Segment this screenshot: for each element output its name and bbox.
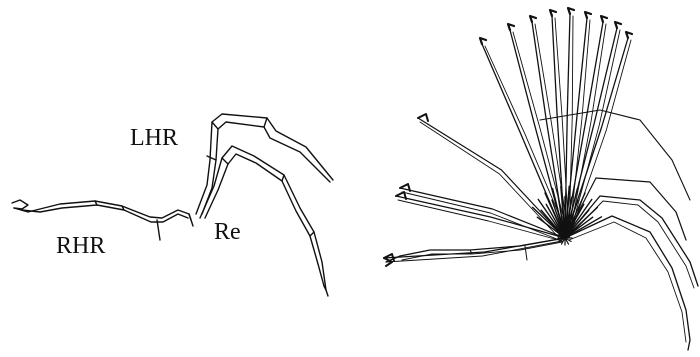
fan-leg-claw xyxy=(626,32,632,38)
fan-leg-claw xyxy=(480,38,486,44)
label-rhr: RHR xyxy=(56,233,105,259)
fan-leg-right-edge xyxy=(569,201,694,288)
fan-leg-claw xyxy=(601,16,607,22)
fan-leg-left-edge xyxy=(386,241,562,262)
fan-leg-claw xyxy=(418,114,428,121)
fan-leg-lower xyxy=(386,238,565,262)
fan-leg-upper-edge xyxy=(569,30,620,238)
fan-leg-claw xyxy=(615,22,621,28)
fan-leg-right xyxy=(565,178,686,240)
fan-leg-down xyxy=(565,216,690,350)
fan-leg-claw xyxy=(530,16,536,22)
fan-leg-left xyxy=(384,238,565,258)
left-hind-leg-upper xyxy=(196,114,333,214)
fan-leg-down-edge xyxy=(569,222,686,342)
superimposed-poses-panel xyxy=(384,8,698,350)
fan-leg-upper-edge xyxy=(485,46,569,238)
fan-leg-claw xyxy=(508,24,514,30)
label-re: Re xyxy=(214,219,241,245)
label-lhr: LHR xyxy=(130,125,178,151)
fan-leg-claw xyxy=(550,10,556,16)
fan-leg-claw xyxy=(568,8,574,14)
fan-leg-claw xyxy=(585,12,591,18)
